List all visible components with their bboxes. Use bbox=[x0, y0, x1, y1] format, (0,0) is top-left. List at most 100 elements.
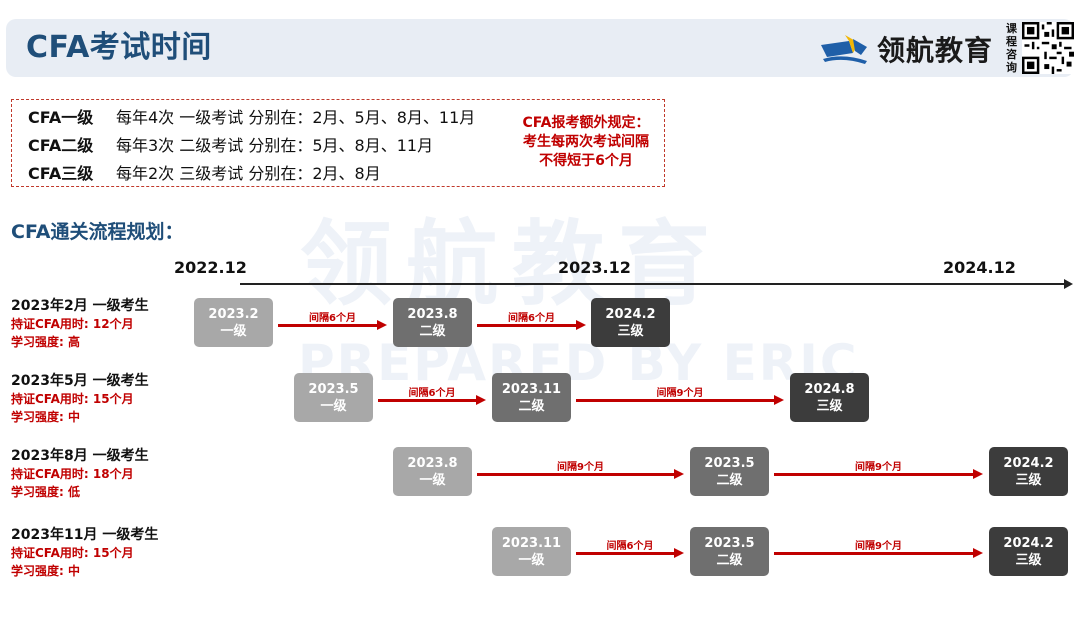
arrow-right-icon bbox=[973, 469, 983, 479]
qr-caption: 课 程 咨 询 bbox=[1006, 22, 1020, 74]
interval-label: 间隔9个月 bbox=[557, 462, 604, 473]
interval-arrow: 间隔6个月 bbox=[477, 313, 586, 333]
exam-level: 二级 bbox=[419, 323, 446, 339]
interval-arrow: 间隔6个月 bbox=[278, 313, 387, 333]
exam-schedule-box: CFA一级 每年4次 一级考试 分别在：2月、5月、8月、11月 CFA二级 每… bbox=[11, 99, 665, 187]
interval-arrow: 间隔9个月 bbox=[774, 462, 983, 482]
exam-level: 三级 bbox=[1015, 472, 1042, 488]
plan-duration: 持证CFA用时: 12个月 bbox=[11, 317, 134, 331]
plan-label: 2023年5月 一级考生 持证CFA用时: 15个月 学习强度: 中 bbox=[11, 372, 149, 426]
plan-label: 2023年8月 一级考生 持证CFA用时: 18个月 学习强度: 低 bbox=[11, 447, 149, 501]
qr-caption-char: 咨 bbox=[1006, 48, 1017, 61]
plan-label: 2023年11月 一级考生 持证CFA用时: 15个月 学习强度: 中 bbox=[11, 526, 158, 580]
arrow-right-icon bbox=[576, 320, 586, 330]
exam-row-level3: CFA三级 每年2次 三级考试 分别在：2月、8月 bbox=[28, 161, 381, 183]
interval-line bbox=[774, 552, 974, 555]
section-title: CFA通关流程规划： bbox=[11, 221, 184, 243]
brand-name: 领航教育 bbox=[877, 34, 994, 67]
exam-date: 2024.8 bbox=[804, 381, 855, 397]
arrow-right-icon bbox=[377, 320, 387, 330]
interval-label: 间隔6个月 bbox=[606, 541, 654, 552]
exam-level-desc: 每年2次 三级考试 分别在：2月、8月 bbox=[116, 164, 381, 183]
plan-intensity: 学习强度: 中 bbox=[11, 410, 80, 424]
plan-duration: 持证CFA用时: 18个月 bbox=[11, 467, 134, 481]
exam-box-level3: 2024.2 三级 bbox=[591, 298, 670, 347]
exam-level: 二级 bbox=[716, 472, 743, 488]
exam-level-label: CFA二级 bbox=[28, 136, 94, 155]
exam-box-level1: 2023.2 一级 bbox=[194, 298, 273, 347]
exam-rule-note: CFA报考额外规定： 考生每两次考试间隔 不得短于6个月 bbox=[512, 114, 660, 171]
exam-box-level1: 2023.5 一级 bbox=[294, 373, 373, 422]
qr-caption-char: 课 bbox=[1006, 22, 1017, 35]
interval-label: 间隔6个月 bbox=[508, 313, 555, 324]
exam-level: 二级 bbox=[518, 398, 545, 414]
arrow-right-icon bbox=[973, 548, 983, 558]
timeline-arrow-icon bbox=[1064, 279, 1073, 289]
timeline-label: 2024.12 bbox=[943, 258, 1016, 277]
interval-line bbox=[278, 324, 378, 327]
interval-label: 间隔6个月 bbox=[408, 388, 456, 399]
arrow-right-icon bbox=[674, 548, 684, 558]
plan-title: 2023年8月 一级考生 bbox=[11, 448, 149, 464]
exam-date: 2023.5 bbox=[704, 535, 755, 551]
arrow-right-icon bbox=[674, 469, 684, 479]
interval-line bbox=[477, 473, 675, 476]
plan-title: 2023年2月 一级考生 bbox=[11, 298, 149, 314]
interval-arrow: 间隔9个月 bbox=[477, 462, 684, 482]
exam-date: 2024.2 bbox=[1003, 455, 1054, 471]
exam-level: 一级 bbox=[518, 552, 545, 568]
page-title: CFA考试时间 bbox=[26, 30, 212, 65]
qr-caption-char: 程 bbox=[1006, 35, 1017, 48]
qr-code-icon[interactable] bbox=[1022, 22, 1074, 74]
interval-label: 间隔9个月 bbox=[855, 541, 902, 552]
exam-level: 三级 bbox=[617, 323, 644, 339]
timeline-axis bbox=[240, 283, 1066, 285]
exam-date: 2023.5 bbox=[704, 455, 755, 471]
exam-box-level1: 2023.8 一级 bbox=[393, 447, 472, 496]
exam-level: 一级 bbox=[419, 472, 446, 488]
plan-intensity: 学习强度: 低 bbox=[11, 485, 80, 499]
interval-line bbox=[576, 399, 775, 402]
plan-intensity: 学习强度: 高 bbox=[11, 335, 80, 349]
exam-box-level2: 2023.8 二级 bbox=[393, 298, 472, 347]
exam-level: 三级 bbox=[1015, 552, 1042, 568]
exam-box-level3: 2024.2 三级 bbox=[989, 527, 1068, 576]
interval-line bbox=[576, 552, 675, 555]
rule-line: 考生每两次考试间隔 bbox=[523, 134, 649, 150]
exam-box-level3: 2024.8 三级 bbox=[790, 373, 869, 422]
exam-date: 2023.2 bbox=[208, 306, 259, 322]
plan-label: 2023年2月 一级考生 持证CFA用时: 12个月 学习强度: 高 bbox=[11, 297, 149, 351]
exam-box-level3: 2024.2 三级 bbox=[989, 447, 1068, 496]
exam-date: 2024.2 bbox=[1003, 535, 1054, 551]
exam-date: 2023.11 bbox=[501, 381, 562, 397]
arrow-right-icon bbox=[476, 395, 486, 405]
exam-date: 2023.5 bbox=[308, 381, 359, 397]
arrow-right-icon bbox=[774, 395, 784, 405]
plan-duration: 持证CFA用时: 15个月 bbox=[11, 392, 134, 406]
ship-logo-icon bbox=[821, 35, 867, 64]
exam-box-level2: 2023.5 二级 bbox=[690, 527, 769, 576]
rule-line: CFA报考额外规定： bbox=[522, 115, 650, 131]
exam-level: 二级 bbox=[716, 552, 743, 568]
interval-line bbox=[378, 399, 477, 402]
exam-box-level2: 2023.5 二级 bbox=[690, 447, 769, 496]
exam-box-level1: 2023.11 一级 bbox=[492, 527, 571, 576]
interval-arrow: 间隔9个月 bbox=[774, 541, 983, 561]
interval-label: 间隔9个月 bbox=[855, 462, 902, 473]
plan-intensity: 学习强度: 中 bbox=[11, 564, 80, 578]
watermark-en: PREPARED BY ERIC bbox=[298, 334, 859, 392]
interval-arrow: 间隔6个月 bbox=[576, 541, 684, 561]
exam-level: 一级 bbox=[220, 323, 247, 339]
interval-line bbox=[477, 324, 577, 327]
interval-label: 间隔9个月 bbox=[656, 388, 704, 399]
timeline-label: 2022.12 bbox=[174, 258, 247, 277]
interval-arrow: 间隔6个月 bbox=[378, 388, 486, 408]
exam-level-desc: 每年4次 一级考试 分别在：2月、5月、8月、11月 bbox=[116, 108, 476, 127]
interval-label: 间隔6个月 bbox=[309, 313, 356, 324]
exam-level: 三级 bbox=[816, 398, 843, 414]
exam-level-label: CFA三级 bbox=[28, 164, 94, 183]
exam-date: 2023.8 bbox=[407, 306, 458, 322]
rule-line: 不得短于6个月 bbox=[539, 153, 633, 169]
exam-row-level2: CFA二级 每年3次 二级考试 分别在：5月、8月、11月 bbox=[28, 133, 433, 155]
brand-logo: 领航教育 bbox=[819, 29, 993, 69]
